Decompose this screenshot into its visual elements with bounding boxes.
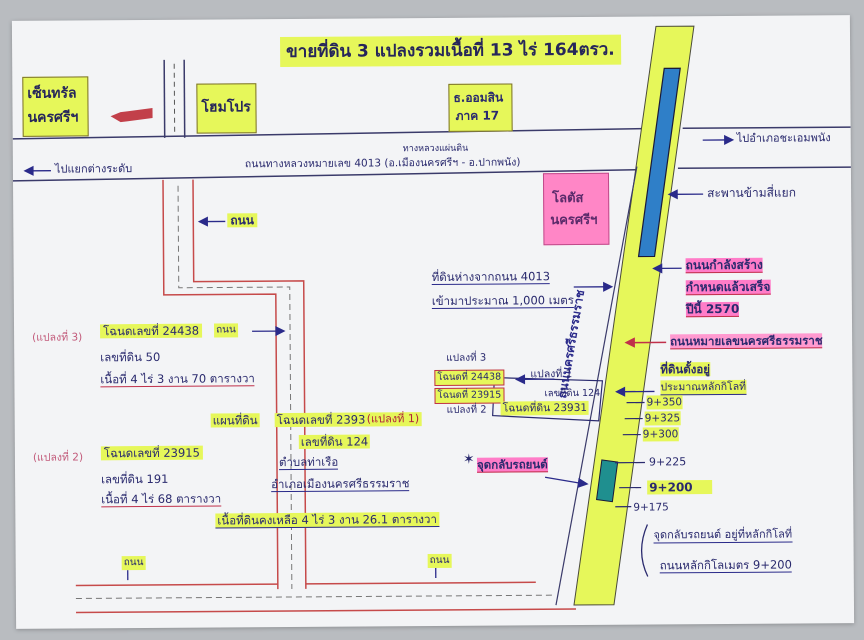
gsb-line1: ธ.ออมสิน <box>453 90 504 105</box>
road-left-label: ถนน <box>227 213 258 228</box>
plot3-area: เนื้อที่ 4 ไร่ 3 งาน 70 ตารางวา <box>100 371 255 388</box>
uturn-note-line2: ถนนหลักกิโลเมตร 9+200 <box>659 557 792 574</box>
bottom-road-north-edge <box>75 583 278 587</box>
plot3-deed: โฉนดเลขที่ 24438 <box>100 323 203 339</box>
map-drawing: ✶ <box>12 25 851 614</box>
plot1-tambon: ตำบลท่าเรือ <box>278 454 339 471</box>
construction-line3: ปีนี้ 2570 <box>685 301 740 318</box>
mini-p2-deed: โฉนดที่ 23915 <box>434 387 505 404</box>
central-road-divider <box>173 63 176 136</box>
plot3-tag: (แปลงที่ 3) <box>32 331 83 344</box>
plot2-deed: โฉนดเลขที่ 23915 <box>100 445 203 461</box>
arrow-to-chalerm-head <box>724 134 735 146</box>
construction-line1: ถนนกำลังสร้าง <box>685 257 763 274</box>
homepro-box: โฮมโปร <box>196 83 257 134</box>
gsb-box: ธ.ออมสิน ภาค 17 <box>448 83 513 132</box>
gsb-line2: ภาค 17 <box>455 108 500 123</box>
road-plot3-label: ถนน <box>214 323 238 338</box>
road-4013-north-edge <box>12 127 653 140</box>
bottom-road-north-edge-east <box>305 581 536 585</box>
distance-line1: ที่ดินห่างจากถนน 4013 <box>431 269 551 286</box>
lotus-line1: โลตัส <box>552 190 584 207</box>
to-sidaeng-label: ไปแยกต่างระดับ <box>54 162 133 176</box>
km-9200: 9+200 <box>647 480 713 495</box>
plot1-parcel: เลขที่ดิน 124 <box>298 434 371 449</box>
bypass-road-west-line <box>555 166 638 606</box>
side-road-west-edge <box>162 179 279 590</box>
land-here-line1: ที่ดินตั้งอยู่ <box>660 362 711 377</box>
bypass-pink-label: ถนนหมายเลขนครศรีธรรมราช <box>670 333 823 350</box>
mini-p1-parcel: เลขที่ดิน 124 <box>544 387 601 400</box>
page-title: ขายที่ดิน 3 แปลงรวมเนื้อที่ 13 ไร่ 164ตร… <box>280 34 621 68</box>
map-paper: ✶ ขายที่ดิน 3 แปลงรวมเนื้อที่ 13 ไร่ 164… <box>11 15 855 629</box>
arrow-to-sidaeng-head <box>23 165 34 176</box>
arrow-plot3-road-head <box>275 326 286 337</box>
arrow-plot1-mini-head <box>514 374 526 385</box>
arrow-bypass-head <box>624 337 635 348</box>
plot1-amphoe: อำเภอเมืองนครศรีธรรมราช <box>271 476 410 493</box>
plot2-area: เนื้อที่ 4 ไร่ 68 ตารางวา <box>101 491 222 508</box>
mini-p3-deed: โฉนดที่ 24438 <box>434 369 505 386</box>
bottom-road-centerline <box>75 594 556 599</box>
overpass-label: สะพานข้ามสี่แยก <box>707 185 796 201</box>
uturn-star-label: จุดกลับรถยนต์ <box>476 457 548 473</box>
road-bottom-left-label: ถนน <box>121 556 146 571</box>
mini-p3-label: แปลงที่ 3 <box>446 352 487 364</box>
star-icon: ✶ <box>463 452 475 468</box>
mini-p1-deed: โฉนดที่ดิน 23931 <box>500 400 590 416</box>
bypass-road-yellow <box>573 25 695 606</box>
km-9325: 9+325 <box>644 411 681 426</box>
lotus-box: โลตัส นครศรีฯ <box>542 172 610 246</box>
land-here-line2: ประมาณหลักกิโลที่ <box>660 379 747 396</box>
distance-line2: เข้ามาประมาณ 1,000 เมตร <box>431 293 574 310</box>
arrow-overpass-head <box>667 189 678 200</box>
homepro-label: โฮมโปร <box>201 99 251 116</box>
overpass-bridge <box>637 67 681 258</box>
central-box: เซ็นทรัล นครศรีฯ <box>22 76 89 137</box>
central-road-west-edge <box>163 59 166 138</box>
lotus-line2: นครศรีฯ <box>550 212 598 229</box>
km-9350: 9+350 <box>646 395 683 410</box>
central-road-east-edge <box>183 59 186 138</box>
hwy-small-label: ทางหลวงแผ่นดิน <box>402 143 469 155</box>
plot1-deed: โฉนดเลขที่ 23931 <box>274 412 375 428</box>
to-chalerm-label: ไปอำเภอชะเอมพนัง <box>736 131 831 145</box>
plot1-label: แผนที่ดิน <box>210 413 260 428</box>
road-bottom-right-label: ถนน <box>427 553 452 569</box>
central-label: เซ็นทรัล นครศรีฯ <box>27 85 79 126</box>
mini-p2-label: แปลงที่ 2 <box>446 404 487 416</box>
plot2-parcel: เลขที่ดิน 191 <box>101 471 169 487</box>
bottom-road-south-edge <box>76 608 577 614</box>
km-9175: 9+175 <box>633 501 669 514</box>
road-east-south-edge <box>677 166 851 170</box>
side-road-centerline <box>177 185 293 589</box>
road-4013-south-edge <box>12 168 653 182</box>
arrow-uturn-star <box>544 476 580 484</box>
hwy-4013-label: ถนนทางหลวงหมายเลข 4013 (อ.เมืองนครศรีฯ -… <box>244 156 521 171</box>
plot1-tag: (แปลงที่ 1) <box>364 412 422 427</box>
uturn-note-line1: จุดกลับรถยนต์ อยู่ที่หลักกิโลที่ <box>653 527 793 544</box>
km-9300: 9+300 <box>642 427 679 442</box>
arrow-to-central <box>110 107 153 123</box>
plot2-tag: (แปลงที่ 2) <box>32 451 84 464</box>
km-9225: 9+225 <box>648 455 687 469</box>
plot3-parcel: เลขที่ดิน 50 <box>100 349 161 365</box>
arrow-uturn-star-head <box>577 477 589 488</box>
uturn-point <box>595 459 619 503</box>
road-east-north-edge <box>682 126 851 130</box>
arrow-construction-head <box>652 263 663 274</box>
plot1-area: เนื้อที่ดินคงเหลือ 4 ไร่ 3 งาน 26.1 ตารา… <box>215 511 439 529</box>
arrow-land-here-head <box>615 386 626 397</box>
arrow-road-left-head <box>197 216 208 227</box>
uturn-note-bracket <box>640 524 649 577</box>
mini-p1-label: แปลงที่ 1 <box>530 368 573 381</box>
construction-line2: กำหนดแล้วเสร็จ <box>685 279 771 296</box>
arrow-distance-head <box>603 281 614 292</box>
